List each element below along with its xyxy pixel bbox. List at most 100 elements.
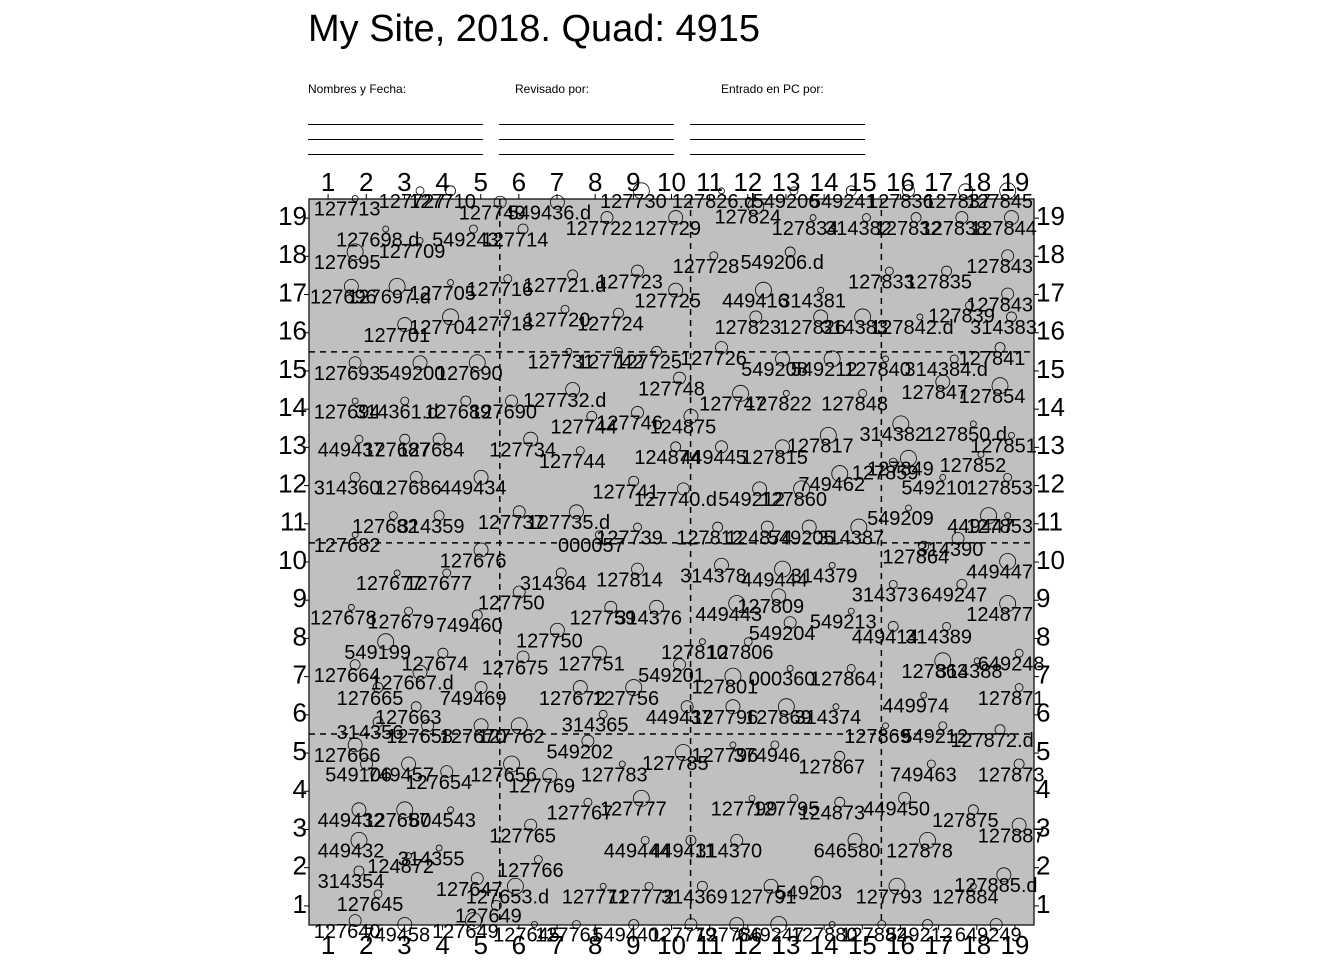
y-tick-label-right: 5 [1036, 736, 1050, 766]
tree-marker [892, 415, 910, 433]
tree-marker [941, 265, 953, 277]
plot-background [309, 199, 1034, 925]
form-line [308, 154, 483, 155]
tree-marker [560, 304, 570, 314]
tree-label: 127723 [596, 271, 663, 293]
y-tick-label-right: 16 [1036, 316, 1065, 346]
y-tick-label-left: 1 [293, 889, 307, 919]
tree-marker [715, 440, 728, 454]
tree-label: 314354 [318, 871, 385, 893]
tree-label: 127666 [314, 745, 381, 767]
tree-label: 127833 [848, 271, 915, 293]
tree-marker [503, 755, 521, 773]
tree-marker [631, 406, 644, 419]
tree-marker [400, 396, 410, 406]
tree-marker [905, 504, 912, 512]
tree-marker [349, 471, 361, 483]
tree-marker [668, 210, 684, 225]
tree-label: 374946 [734, 745, 801, 767]
tree-marker [942, 622, 952, 631]
tree-marker [846, 664, 856, 673]
x-tick-label-bottom: 14 [810, 930, 839, 960]
y-tick-label-right: 17 [1036, 277, 1065, 307]
tree-label: 127850.d [924, 424, 1007, 446]
tree-label: 314373 [852, 585, 919, 607]
tree-label: 127695 [314, 252, 381, 274]
tree-label: 127880 [791, 925, 858, 947]
tree-marker [888, 877, 906, 895]
tree-marker [714, 557, 729, 573]
tree-marker [900, 449, 917, 467]
tree-label: 449437 [318, 439, 385, 461]
tree-marker [1006, 311, 1017, 323]
tree-marker [412, 355, 428, 371]
tree-label: 127667.d [370, 673, 453, 695]
y-tick-label-left: 5 [293, 736, 307, 766]
tree-marker [1013, 758, 1025, 770]
tree-label: 127725 [634, 290, 701, 312]
tree-label: 449447 [947, 516, 1014, 538]
tree-label: 127728 [672, 256, 739, 278]
tree-label: 127696 [310, 287, 377, 309]
tree-label: 127786 [695, 925, 762, 947]
tree-label: 127864 [810, 669, 877, 691]
tree-label: 127777 [600, 799, 667, 821]
tree-label: 749463 [890, 764, 957, 786]
tree-marker [447, 806, 454, 814]
tree-marker [926, 759, 936, 769]
tree-label: 449447 [966, 562, 1033, 584]
tree-label: 124874 [634, 447, 701, 469]
tree-marker [474, 681, 488, 694]
tree-marker [350, 832, 368, 849]
tree-label: 314383 [821, 317, 888, 339]
tree-marker [832, 703, 840, 711]
tree-label: 127679 [367, 611, 434, 633]
tree-label: 449432 [318, 841, 385, 863]
tree-marker [887, 621, 899, 632]
y-tick-label-right: 10 [1036, 545, 1065, 575]
tree-marker [774, 560, 791, 578]
tree-label: 549213 [810, 611, 877, 633]
tree-label: 127721.d [523, 275, 606, 297]
tree-marker [445, 185, 456, 197]
tree-marker [683, 408, 699, 424]
x-tick-label-bottom: 17 [924, 930, 953, 960]
tree-marker [784, 246, 796, 258]
tree-marker [572, 680, 588, 695]
tree-marker [349, 659, 361, 671]
tree-marker [640, 836, 650, 845]
tree-marker [512, 505, 526, 519]
tree-marker [858, 388, 868, 398]
tree-marker [729, 741, 737, 749]
y-tick-label-left: 12 [278, 468, 307, 498]
tree-label: 127678 [310, 608, 377, 630]
tree-marker [628, 475, 640, 487]
tree-marker [888, 457, 898, 467]
tree-marker [442, 568, 452, 578]
tree-marker [1014, 683, 1024, 692]
tree-marker [743, 637, 753, 647]
tree-marker [614, 346, 623, 356]
x-tick-label-top: 7 [550, 167, 564, 197]
tree-marker [569, 504, 584, 520]
tree-label: 449445 [680, 447, 747, 469]
tree-label: 127795 [753, 799, 820, 821]
y-tick-label-right: 12 [1036, 468, 1065, 498]
tree-label: 127645 [337, 894, 404, 916]
form-label-names-date: Nombres y Fecha: [308, 82, 407, 96]
y-tick-label-left: 16 [278, 316, 307, 346]
tree-marker [493, 195, 507, 209]
tree-label: 127713 [314, 199, 381, 221]
tree-label: 127759 [569, 608, 636, 630]
tree-marker [351, 802, 367, 818]
tree-label: 127750 [478, 592, 545, 614]
tree-marker [789, 793, 799, 803]
tree-label: 549201 [638, 665, 705, 687]
tree-label: 549106 [325, 764, 392, 786]
tree-marker [347, 603, 355, 611]
x-tick-label-top: 5 [473, 167, 487, 197]
tree-label: 127697.d [347, 287, 430, 309]
tree-label: 127653.d [466, 887, 549, 909]
tree-marker [470, 872, 484, 886]
tree-label: 549212 [886, 925, 953, 947]
